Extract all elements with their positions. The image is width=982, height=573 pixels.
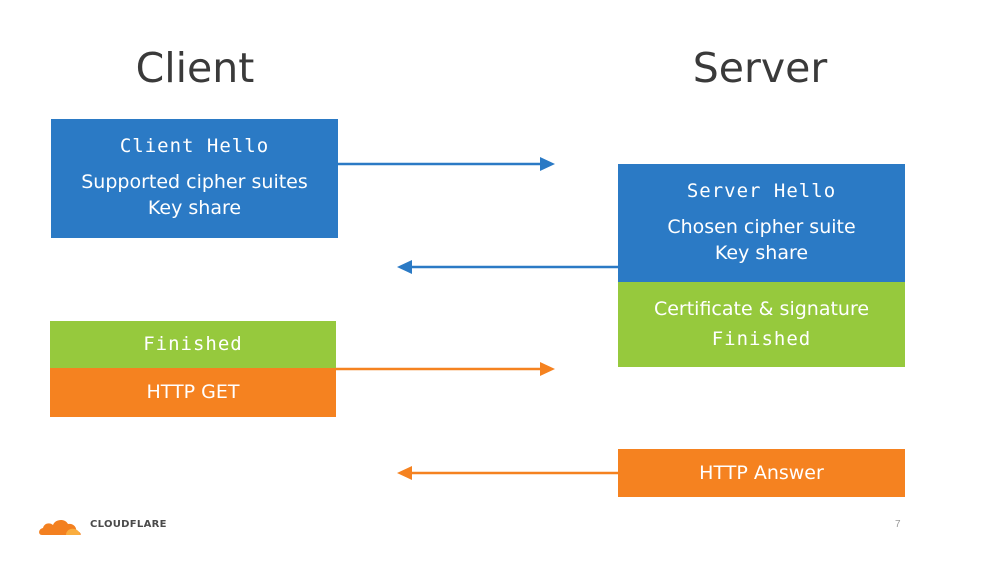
arrow-client-get-to-server [336,362,555,376]
cloudflare-logo-text: CLOUDFLARE [90,519,167,530]
client-finished-box: Finished [50,321,336,368]
server-certificate-label: Certificate & signature [653,298,870,320]
cloud-logo-icon [39,519,81,535]
arrow-client-hello-to-server [338,157,555,171]
arrow-server-hello-to-client [397,260,618,274]
server-hello-key-share: Key share [714,242,809,264]
server-hello-title: Server Hello [686,180,837,202]
client-hello-box: Client Hello Supported cipher suites Key… [51,119,338,238]
server-finished-label: Finished [711,328,812,350]
client-hello-cipher-suites: Supported cipher suites [81,171,308,193]
server-hello-cipher-suite: Chosen cipher suite [667,216,856,238]
client-http-get-box: HTTP GET [50,368,336,417]
server-http-answer-box: HTTP Answer [618,449,905,497]
server-heading: Server [692,44,828,92]
client-heading: Client [135,44,255,92]
page-number: 7 [895,519,901,530]
client-hello-key-share: Key share [147,197,242,219]
arrow-server-answer-to-client [397,466,618,480]
client-hello-title: Client Hello [119,135,270,157]
server-hello-box: Server Hello Chosen cipher suite Key sha… [618,164,905,282]
server-certificate-box: Certificate & signature Finished [618,282,905,367]
